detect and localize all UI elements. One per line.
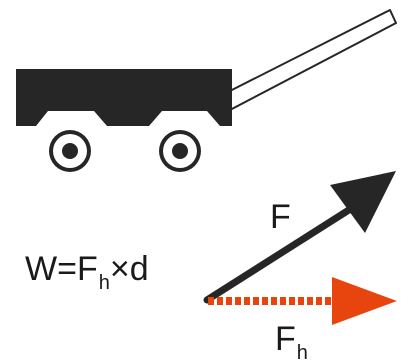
horizontal-force-label: Fh — [275, 320, 308, 364]
wagon — [16, 9, 397, 172]
wagon-wheel-right — [159, 130, 201, 172]
force-vector-shaft — [203, 204, 356, 304]
horizontal-force-arrowhead — [332, 277, 397, 325]
wagon-body — [16, 69, 232, 126]
horizontal-force-label-main: F — [275, 320, 296, 358]
wagon-wheel-left — [49, 130, 91, 172]
work-formula-subscript: h — [99, 272, 110, 294]
force-label: F — [270, 198, 291, 236]
force-vector — [203, 171, 396, 304]
work-formula-rhs: ×d — [110, 250, 149, 288]
horizontal-force-vector — [208, 277, 397, 325]
wagon-handle — [221, 9, 397, 112]
work-formula: W=Fh×d — [25, 250, 149, 294]
force-vector-arrowhead — [330, 171, 396, 233]
work-formula-lhs: W=F — [25, 250, 98, 288]
horizontal-force-label-sub: h — [297, 342, 308, 364]
